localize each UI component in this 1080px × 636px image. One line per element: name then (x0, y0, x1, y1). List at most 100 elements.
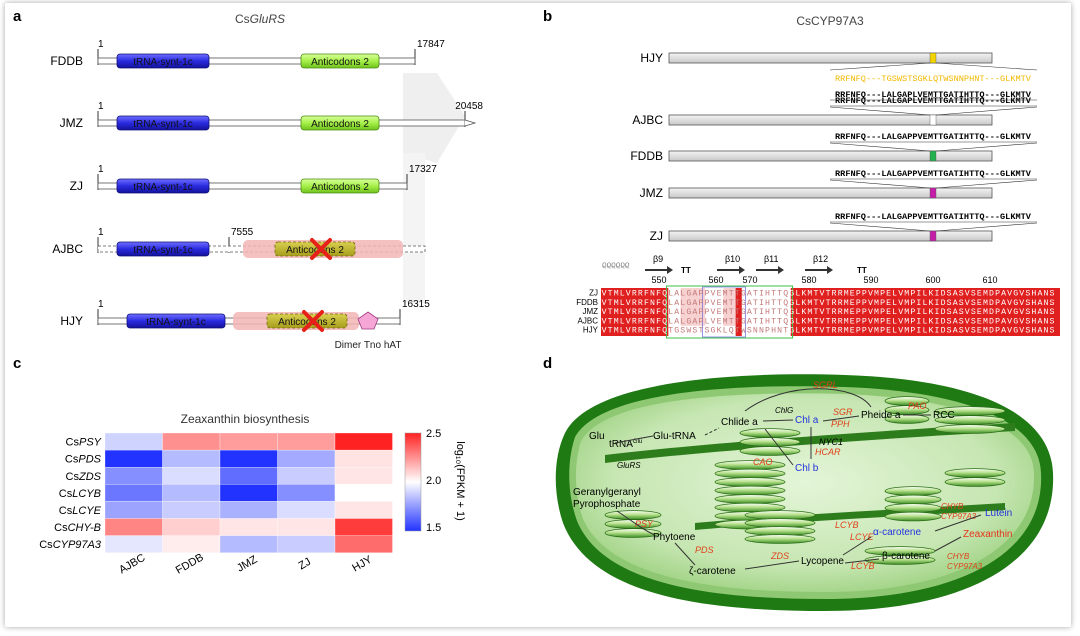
arrow (934, 536, 962, 552)
thylakoid-disc (714, 460, 786, 470)
heatmap-cell (162, 484, 221, 502)
beta-strand-arrow-icon (645, 266, 673, 274)
variant-sequence: RRFNFQ---LALGAPPVEMTTGATIHTTQ---GLKMTV (835, 132, 1032, 142)
variant-sequence: RRFNFQ---LALGAPPVEMTTGATIHTTQ---GLKMTV (835, 212, 1032, 222)
alignment-sequence: VTMLVRRFNFQLALGAPPVEMTTGATIHTTQGLKMTVTRR… (602, 299, 1056, 308)
variant-site-marker (929, 114, 937, 126)
heatmap-cell (219, 501, 278, 519)
domain-anticodons-2 (300, 178, 380, 194)
panel-d: d tRNAGlu Glu GluRS Glu-tRNA Chlide a Ch… (543, 355, 1054, 611)
beta-strand-arrow-icon (717, 266, 745, 274)
start-coordinate: 1 (98, 101, 104, 112)
heatmap-cell (277, 467, 336, 485)
heatmap-cell (104, 449, 163, 468)
secondary-structure-label: β12 (813, 254, 828, 264)
zoom-line (829, 105, 1038, 116)
panel-a-title: CsGluRS (235, 12, 285, 26)
variant-site-marker (929, 52, 937, 64)
label-zds: ZDS (770, 551, 789, 561)
domain-trna-synt-1c (116, 241, 210, 257)
cyp-row-hjy: HJYRRFNFQ---TGSWSTSGKLQTWSNNPHNT---GLKMT… (640, 51, 1038, 84)
variant-sequence: RRFNFQ---LALGAPPVEMTTGATIHTTQ---GLKMTV (835, 169, 1032, 179)
thylakoid-disc (744, 518, 816, 528)
label-chlide-a: Chlide a (721, 417, 758, 428)
heatmap-cell (277, 501, 336, 519)
panel-label-a: a (13, 8, 22, 25)
heatmap-row-label: CsPSY (66, 437, 102, 449)
heatmap-cell (162, 501, 221, 519)
domain-label: Anticodons 2 (311, 57, 369, 68)
label-sgr: SGR (833, 407, 853, 417)
start-coordinate: 1 (98, 227, 104, 238)
gene-row-label: ZJ (70, 179, 83, 193)
thylakoid-disc (744, 510, 816, 520)
variant-sequence: RRFNFQ---TGSWSTSGKLQTWSNNPHNT---GLKMTV (835, 74, 1032, 84)
thylakoid-disc (884, 503, 942, 513)
reference-sequence: RRFNFQ---LALGAPLVEMTTGATIHTTQ---GLKMTV (835, 90, 1032, 100)
label-chl-a: Chl a (795, 415, 819, 426)
alignment-sequence: VTMLVRRFNFQTGSWSTSGKLQTWSNNPHNTGLKMTVTRR… (602, 327, 1056, 336)
alignment-row-label: AJBC (578, 316, 599, 325)
label-chl-b: Chl b (795, 463, 819, 474)
thylakoid-disc (884, 511, 942, 522)
thylakoid-disc (944, 468, 1006, 478)
alignment-sequence: VTMLVRRFNFQLALGAPPVEMTTGATIHTTQGLKMTVTRR… (602, 308, 1056, 317)
heatmap-row-label: CsLCYB (59, 488, 101, 500)
protein-bar (668, 150, 993, 162)
label-glu-trna: Glu-tRNA (653, 431, 696, 442)
zoom-line (829, 141, 1038, 152)
alignment-position: 600 (925, 275, 940, 285)
thylakoid-disc (944, 477, 1006, 487)
domain-trna-synt-1c (116, 53, 210, 69)
label-cao: CAO (753, 457, 773, 467)
thylakoid-disc (884, 494, 942, 505)
thylakoid-stack (744, 510, 816, 544)
label-zeaxanthin: Zeaxanthin (963, 529, 1012, 540)
alignment-row-label: HJY (583, 326, 599, 335)
label-chyb-1: CHYB (941, 502, 964, 511)
domain-trna-synt-1c (126, 313, 226, 329)
projection-shading (403, 153, 425, 303)
heatmap-cell (219, 467, 278, 485)
heatmap-cell (277, 535, 336, 553)
colorbar (404, 432, 422, 532)
label-lcyb-2: LCYB (851, 561, 875, 571)
thylakoid-disc (739, 437, 801, 447)
gene-backbone (97, 182, 408, 190)
start-coordinate: 1 (98, 299, 104, 310)
label-phytoene: Phytoene (653, 532, 696, 543)
gene-row-label: AJBC (52, 242, 83, 256)
cyp-row-jmz: JMZRRFNFQ---LALGAPPVEMTTGATIHTTQ---GLKMT… (640, 169, 1038, 200)
heatmap-column-label: HJY (350, 553, 375, 574)
label-psy: PSY (635, 519, 654, 529)
cyp-row-ajbc: AJBCRRFNFQ---LALGAPLVEMTTGATIHTTQ---GLKM… (632, 96, 1038, 127)
backbone-arrow (464, 119, 477, 127)
colorbar-tick: 2.5 (426, 428, 441, 440)
label-hcar: HCAR (815, 447, 841, 457)
thylakoid-stack (934, 406, 1006, 434)
gene-backbone (97, 57, 416, 65)
alignment-row-label: ZJ (589, 289, 598, 298)
domain-label: tRNA-synt-1c (133, 182, 192, 193)
label-pao: PAO (908, 401, 926, 411)
label-alpha-carotene: α-carotene (873, 527, 921, 538)
label-sgrl: SGRL (813, 380, 838, 390)
cyp-row-label: ZJ (650, 229, 663, 243)
alignment-sequence: VTMLVRRFNFQLALGAPLVEMTTGATIHTTQGLKMTVTRR… (602, 317, 1056, 326)
domain-label: tRNA-synt-1c (146, 317, 205, 328)
beta-strand-arrow-icon (756, 266, 784, 274)
thylakoid-disc (714, 477, 786, 487)
alignment-sequence: VTMLVRRFNFQLALGAPPVEMTTGATIHTTQGLKMTVTRR… (602, 290, 1056, 299)
start-coordinate: 1 (98, 39, 104, 50)
heatmap-row-label: CsPDS (65, 454, 102, 466)
arrow (744, 388, 872, 412)
end-coordinate: 17327 (409, 164, 437, 175)
heatmap-cell (104, 518, 163, 536)
domain-label: tRNA-synt-1c (133, 245, 192, 256)
heatmap-row-label: CsCHY-B (54, 522, 101, 534)
zoom-line (829, 178, 1038, 189)
